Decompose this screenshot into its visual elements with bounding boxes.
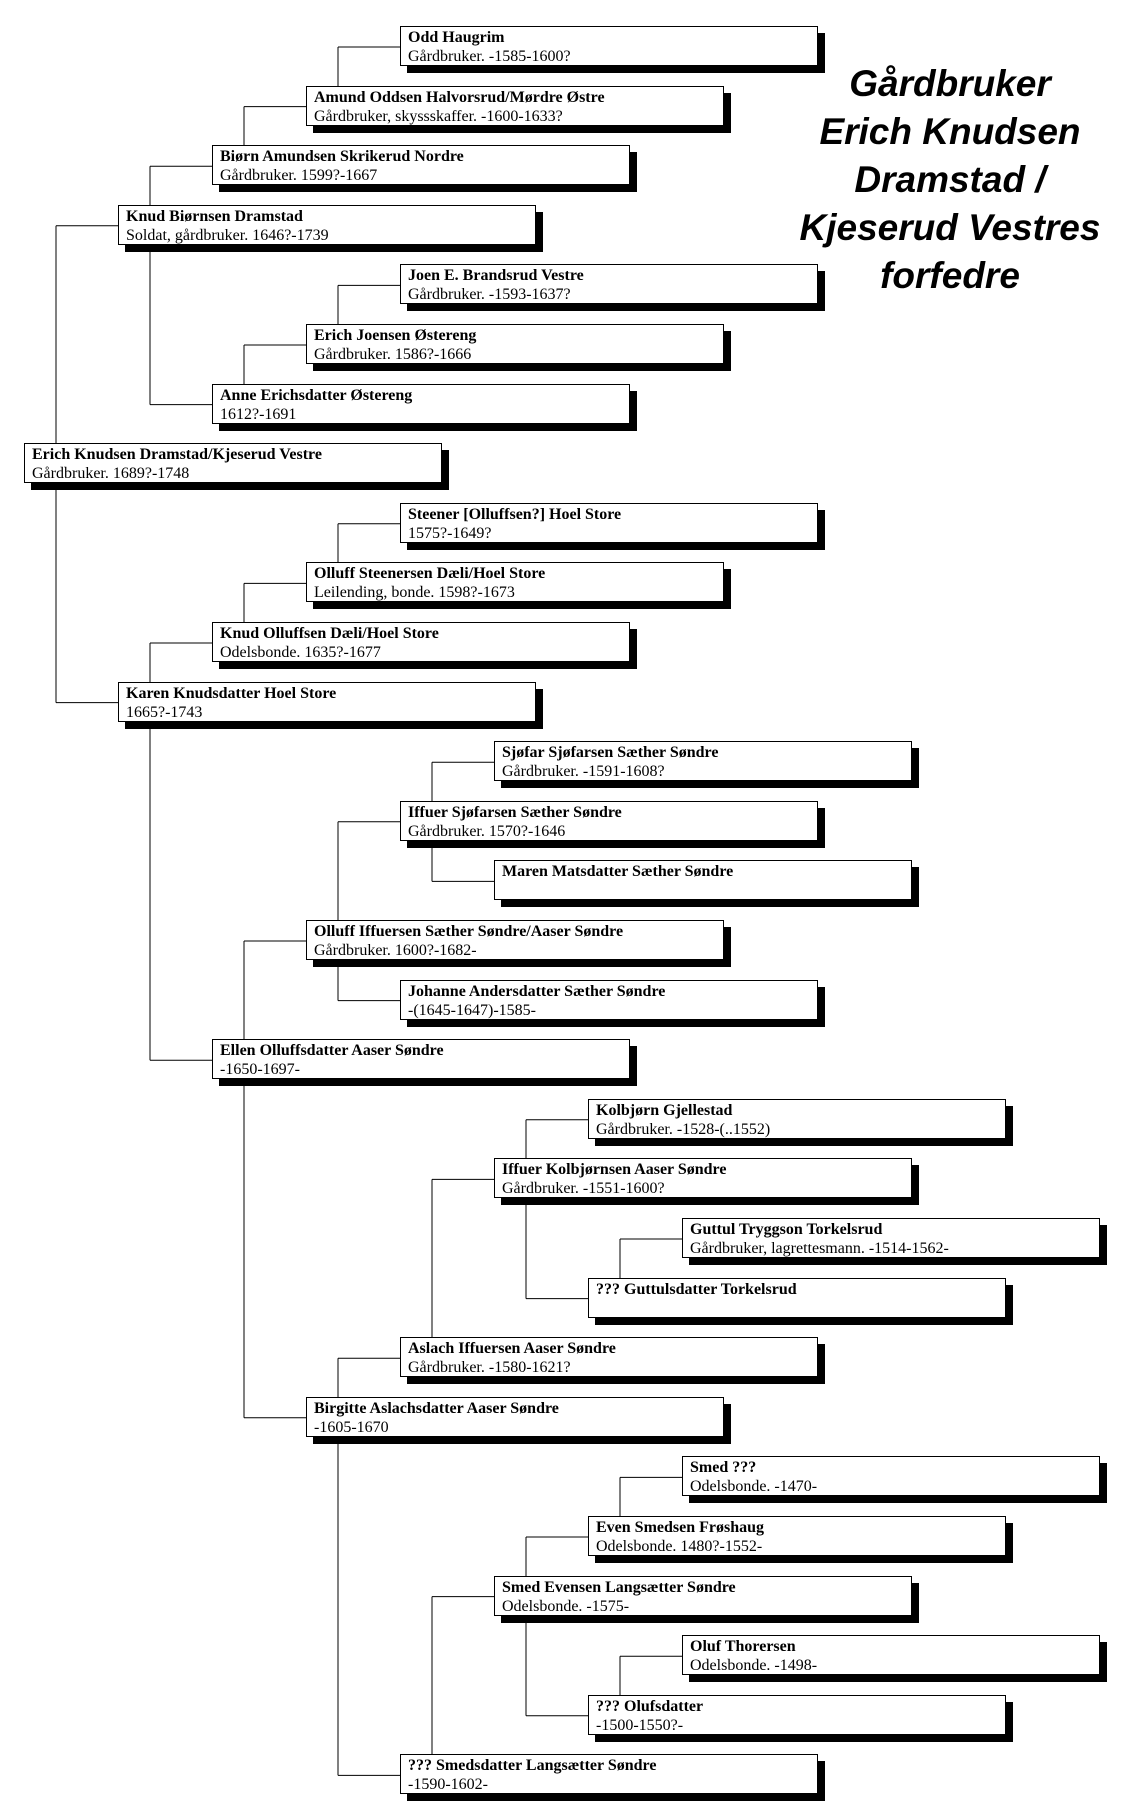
person-details: Odelsbonde. 1635?-1677 [220, 644, 381, 661]
person-box: ??? Olufsdatter-1500-1550?- [588, 1694, 1006, 1735]
person-details: Gårdbruker, lagrettesmann. -1514-1562- [690, 1240, 949, 1257]
person-box: Ellen Olluffsdatter Aaser Søndre-1650-16… [212, 1039, 630, 1080]
person-name: Olluff Steenersen Dæli/Hoel Store [314, 565, 546, 583]
title-line: Gårdbruker [849, 63, 1051, 104]
person-name: Birgitte Aslachsdatter Aaser Søndre [314, 1399, 559, 1417]
person-details: Odelsbonde. -1575- [502, 1597, 630, 1615]
person-details: Leilending, bonde. 1598?-1673 [314, 584, 515, 602]
person-details: 1612?-1691 [220, 405, 297, 423]
person-details: Gårdbruker, skyssskaffer. -1600-1633? [314, 107, 563, 125]
person-name: Guttul Tryggson Torkelsrud [690, 1221, 883, 1238]
person-details: Soldat, gårdbruker. 1646?-1739 [126, 226, 329, 244]
person-details: 1665?-1743 [126, 703, 203, 721]
person-details: Gårdbruker. -1580-1621? [408, 1359, 571, 1377]
person-details: Gårdbruker. 1599?-1667 [220, 167, 378, 185]
person-name: Odd Haugrim [408, 29, 505, 46]
person-box: ??? Guttulsdatter Torkelsrud [588, 1277, 1006, 1318]
title-line: forfedre [880, 255, 1020, 296]
person-details: Odelsbonde. 1480?-1552- [596, 1538, 763, 1555]
person-name: Joen E. Brandsrud Vestre [408, 267, 584, 285]
person-box: Maren Matsdatter Sæther Søndre [494, 860, 912, 901]
person-details: -1590-1602- [408, 1776, 488, 1794]
person-details: Gårdbruker. -1528-(..1552) [596, 1120, 771, 1138]
person-details: -1650-1697- [220, 1061, 300, 1079]
person-box: Johanne Andersdatter Sæther Søndre-(1645… [400, 979, 818, 1020]
title-line: Erich Knudsen [819, 111, 1081, 152]
person-name: Smed ??? [690, 1459, 757, 1477]
person-name: ??? Olufsdatter [596, 1697, 704, 1715]
person-name: Biørn Amundsen Skrikerud Nordre [220, 148, 464, 166]
person-details: Gårdbruker. 1586?-1666 [314, 346, 472, 363]
person-name: Maren Matsdatter Sæther Søndre [502, 863, 734, 881]
person-details: -1605-1670 [314, 1418, 389, 1436]
person-details: Odelsbonde. -1498- [690, 1657, 818, 1675]
person-details: Gårdbruker. -1593-1637? [408, 286, 571, 304]
person-box: ??? Smedsdatter Langsætter Søndre-1590-1… [400, 1754, 818, 1795]
person-name: Aslach Iffuersen Aaser Søndre [408, 1340, 616, 1358]
person-name: Even Smedsen Frøshaug [596, 1519, 765, 1536]
person-name: Knud Biørnsen Dramstad [126, 207, 303, 225]
person-name: Olluff Iffuersen Sæther Søndre/Aaser Søn… [314, 923, 624, 940]
person-name: Erich Joensen Østereng [314, 327, 477, 344]
person-details: Odelsbonde. -1470- [690, 1478, 818, 1496]
person-box: Olluff Iffuersen Sæther Søndre/Aaser Søn… [306, 920, 724, 960]
title-line: Dramstad / [854, 159, 1046, 200]
person-box: Smed ???Odelsbonde. -1470- [682, 1456, 1100, 1497]
person-details: Gårdbruker. 1570?-1646 [408, 822, 566, 840]
person-details: Gårdbruker. -1585-1600? [408, 48, 571, 65]
person-name: Smed Evensen Langsætter Søndre [502, 1578, 736, 1596]
person-details: Gårdbruker. -1551-1600? [502, 1180, 665, 1198]
person-name: Kolbjørn Gjellestad [596, 1101, 733, 1119]
person-details: Gårdbruker. 1600?-1682- [314, 942, 477, 959]
person-name: Knud Olluffsen Dæli/Hoel Store [220, 625, 439, 642]
person-box: Birgitte Aslachsdatter Aaser Søndre-1605… [306, 1396, 724, 1437]
person-name: ??? Smedsdatter Langsætter Søndre [408, 1757, 657, 1775]
person-name: ??? Guttulsdatter Torkelsrud [596, 1280, 797, 1298]
person-details: -1500-1550?- [596, 1716, 684, 1734]
person-details: 1575?-1649? [408, 524, 492, 542]
person-details: -(1645-1647)-1585- [408, 1001, 536, 1019]
title-line: Kjeserud Vestres [799, 207, 1101, 248]
person-name: Amund Oddsen Halvorsrud/Mørdre Østre [314, 88, 605, 106]
person-name: Iffuer Sjøfarsen Sæther Søndre [408, 803, 622, 821]
person-name: Erich Knudsen Dramstad/Kjeserud Vestre [32, 446, 322, 464]
chart-title: Gårdbruker Erich Knudsen Dramstad / Kjes… [770, 60, 1130, 300]
person-details: Gårdbruker. 1689?-1748 [32, 465, 190, 483]
person-name: Anne Erichsdatter Østereng [220, 386, 413, 404]
person-name: Sjøfar Sjøfarsen Sæther Søndre [502, 744, 719, 762]
person-name: Karen Knudsdatter Hoel Store [126, 684, 337, 702]
person-name: Steener [Olluffsen?] Hoel Store [408, 505, 622, 523]
person-name: Ellen Olluffsdatter Aaser Søndre [220, 1042, 444, 1060]
person-details: Gårdbruker. -1591-1608? [502, 763, 665, 781]
person-name: Johanne Andersdatter Sæther Søndre [408, 982, 666, 1000]
person-name: Oluf Thorersen [690, 1638, 796, 1656]
person-name: Iffuer Kolbjørnsen Aaser Søndre [502, 1161, 727, 1179]
